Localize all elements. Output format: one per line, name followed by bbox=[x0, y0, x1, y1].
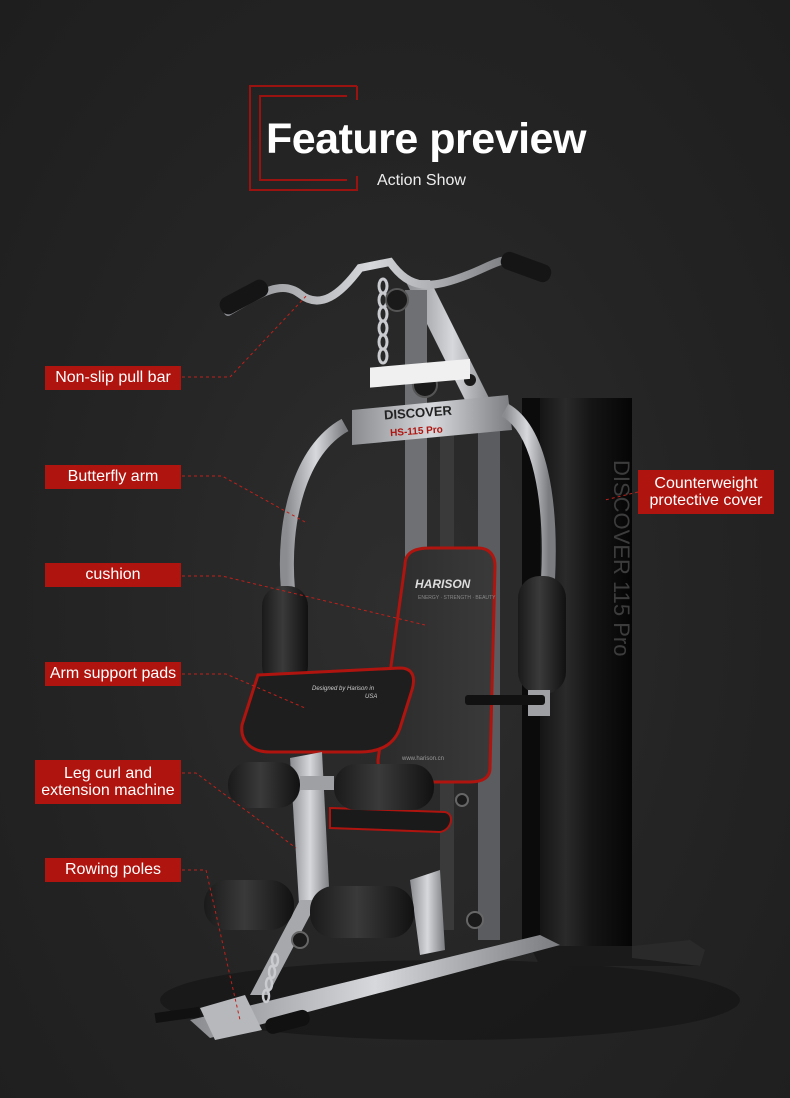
callout-counterweight-line2: protective cover bbox=[649, 492, 763, 509]
callout-arm-support-pads: Arm support pads bbox=[45, 662, 181, 686]
page-subtitle: Action Show bbox=[377, 172, 466, 189]
pad-text-line2: USA bbox=[365, 694, 377, 700]
callout-rowing-poles: Rowing poles bbox=[45, 858, 181, 882]
upper-leg-roller-left bbox=[228, 762, 300, 808]
callout-pull-bar: Non-slip pull bar bbox=[45, 366, 181, 390]
callout-leg-curl: Leg curl and extension machine bbox=[35, 760, 181, 804]
model-plate-text: HS-115 Pro bbox=[390, 424, 443, 439]
pad-text-line1: Designed by Harison in bbox=[312, 686, 375, 692]
title-frame-decoration bbox=[249, 85, 358, 191]
brand-plate-text: DISCOVER bbox=[384, 403, 453, 423]
seat-tagline-text: ENERGY · STRENGTH · BEAUTY bbox=[418, 595, 496, 601]
seat-brand-text: HARISON bbox=[415, 577, 471, 591]
callout-butterfly-arm: Butterfly arm bbox=[45, 465, 181, 489]
right-butterfly-pad bbox=[518, 576, 566, 694]
lower-leg-roller-right bbox=[310, 886, 414, 938]
callout-leg-curl-line1: Leg curl and bbox=[63, 764, 153, 782]
tower-brand-text: DISCOVER 115 Pro bbox=[609, 460, 634, 656]
callout-counterweight: Counterweight protective cover bbox=[638, 470, 774, 514]
lower-leg-roller-left bbox=[204, 880, 294, 930]
page-title: Feature preview bbox=[266, 115, 586, 163]
callout-cushion: cushion bbox=[45, 563, 181, 587]
seat-url-text: www.harison.cn bbox=[401, 756, 444, 762]
arm-support-pad bbox=[240, 666, 415, 754]
left-butterfly-pad bbox=[262, 586, 308, 686]
callout-counterweight-line1: Counterweight bbox=[654, 474, 758, 492]
upper-leg-roller-right bbox=[334, 764, 434, 810]
callout-leg-curl-line2: extension machine bbox=[41, 782, 175, 799]
